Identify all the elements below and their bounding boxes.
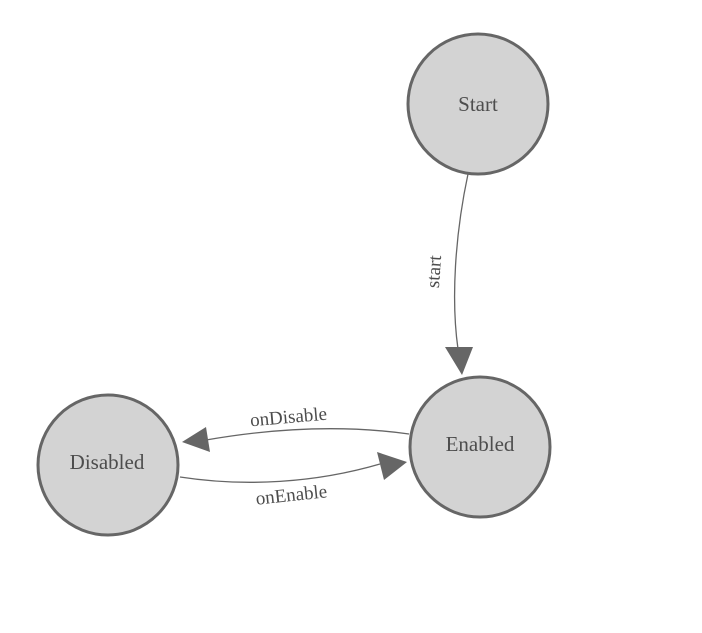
state-circle-enabled: [408, 375, 552, 519]
state-circle-disabled: [36, 393, 180, 537]
edge-label-start: start: [423, 254, 446, 289]
edge-start-to-enabled: start: [423, 173, 473, 375]
edge-label-onenable: onEnable: [255, 481, 329, 509]
edge-line: [453, 173, 469, 350]
edge-label-ondisable: onDisable: [249, 404, 328, 432]
arrowhead-left-icon: [182, 427, 210, 452]
state-label-enabled: Enabled: [446, 432, 515, 456]
arrowhead-down-icon: [445, 347, 473, 375]
state-node-disabled: Disabled: [36, 393, 180, 537]
state-circle-start: [406, 32, 550, 176]
state-node-start: Start: [406, 32, 550, 176]
edge-enabled-to-disabled: onDisable: [182, 404, 410, 452]
state-label-start: Start: [458, 92, 498, 116]
edge-line: [205, 428, 410, 441]
edge-disabled-to-enabled: onEnable: [179, 452, 407, 510]
state-node-enabled: Enabled: [408, 375, 552, 519]
state-label-disabled: Disabled: [70, 450, 145, 474]
arrowhead-right-icon: [377, 452, 407, 480]
edge-line: [179, 463, 381, 483]
